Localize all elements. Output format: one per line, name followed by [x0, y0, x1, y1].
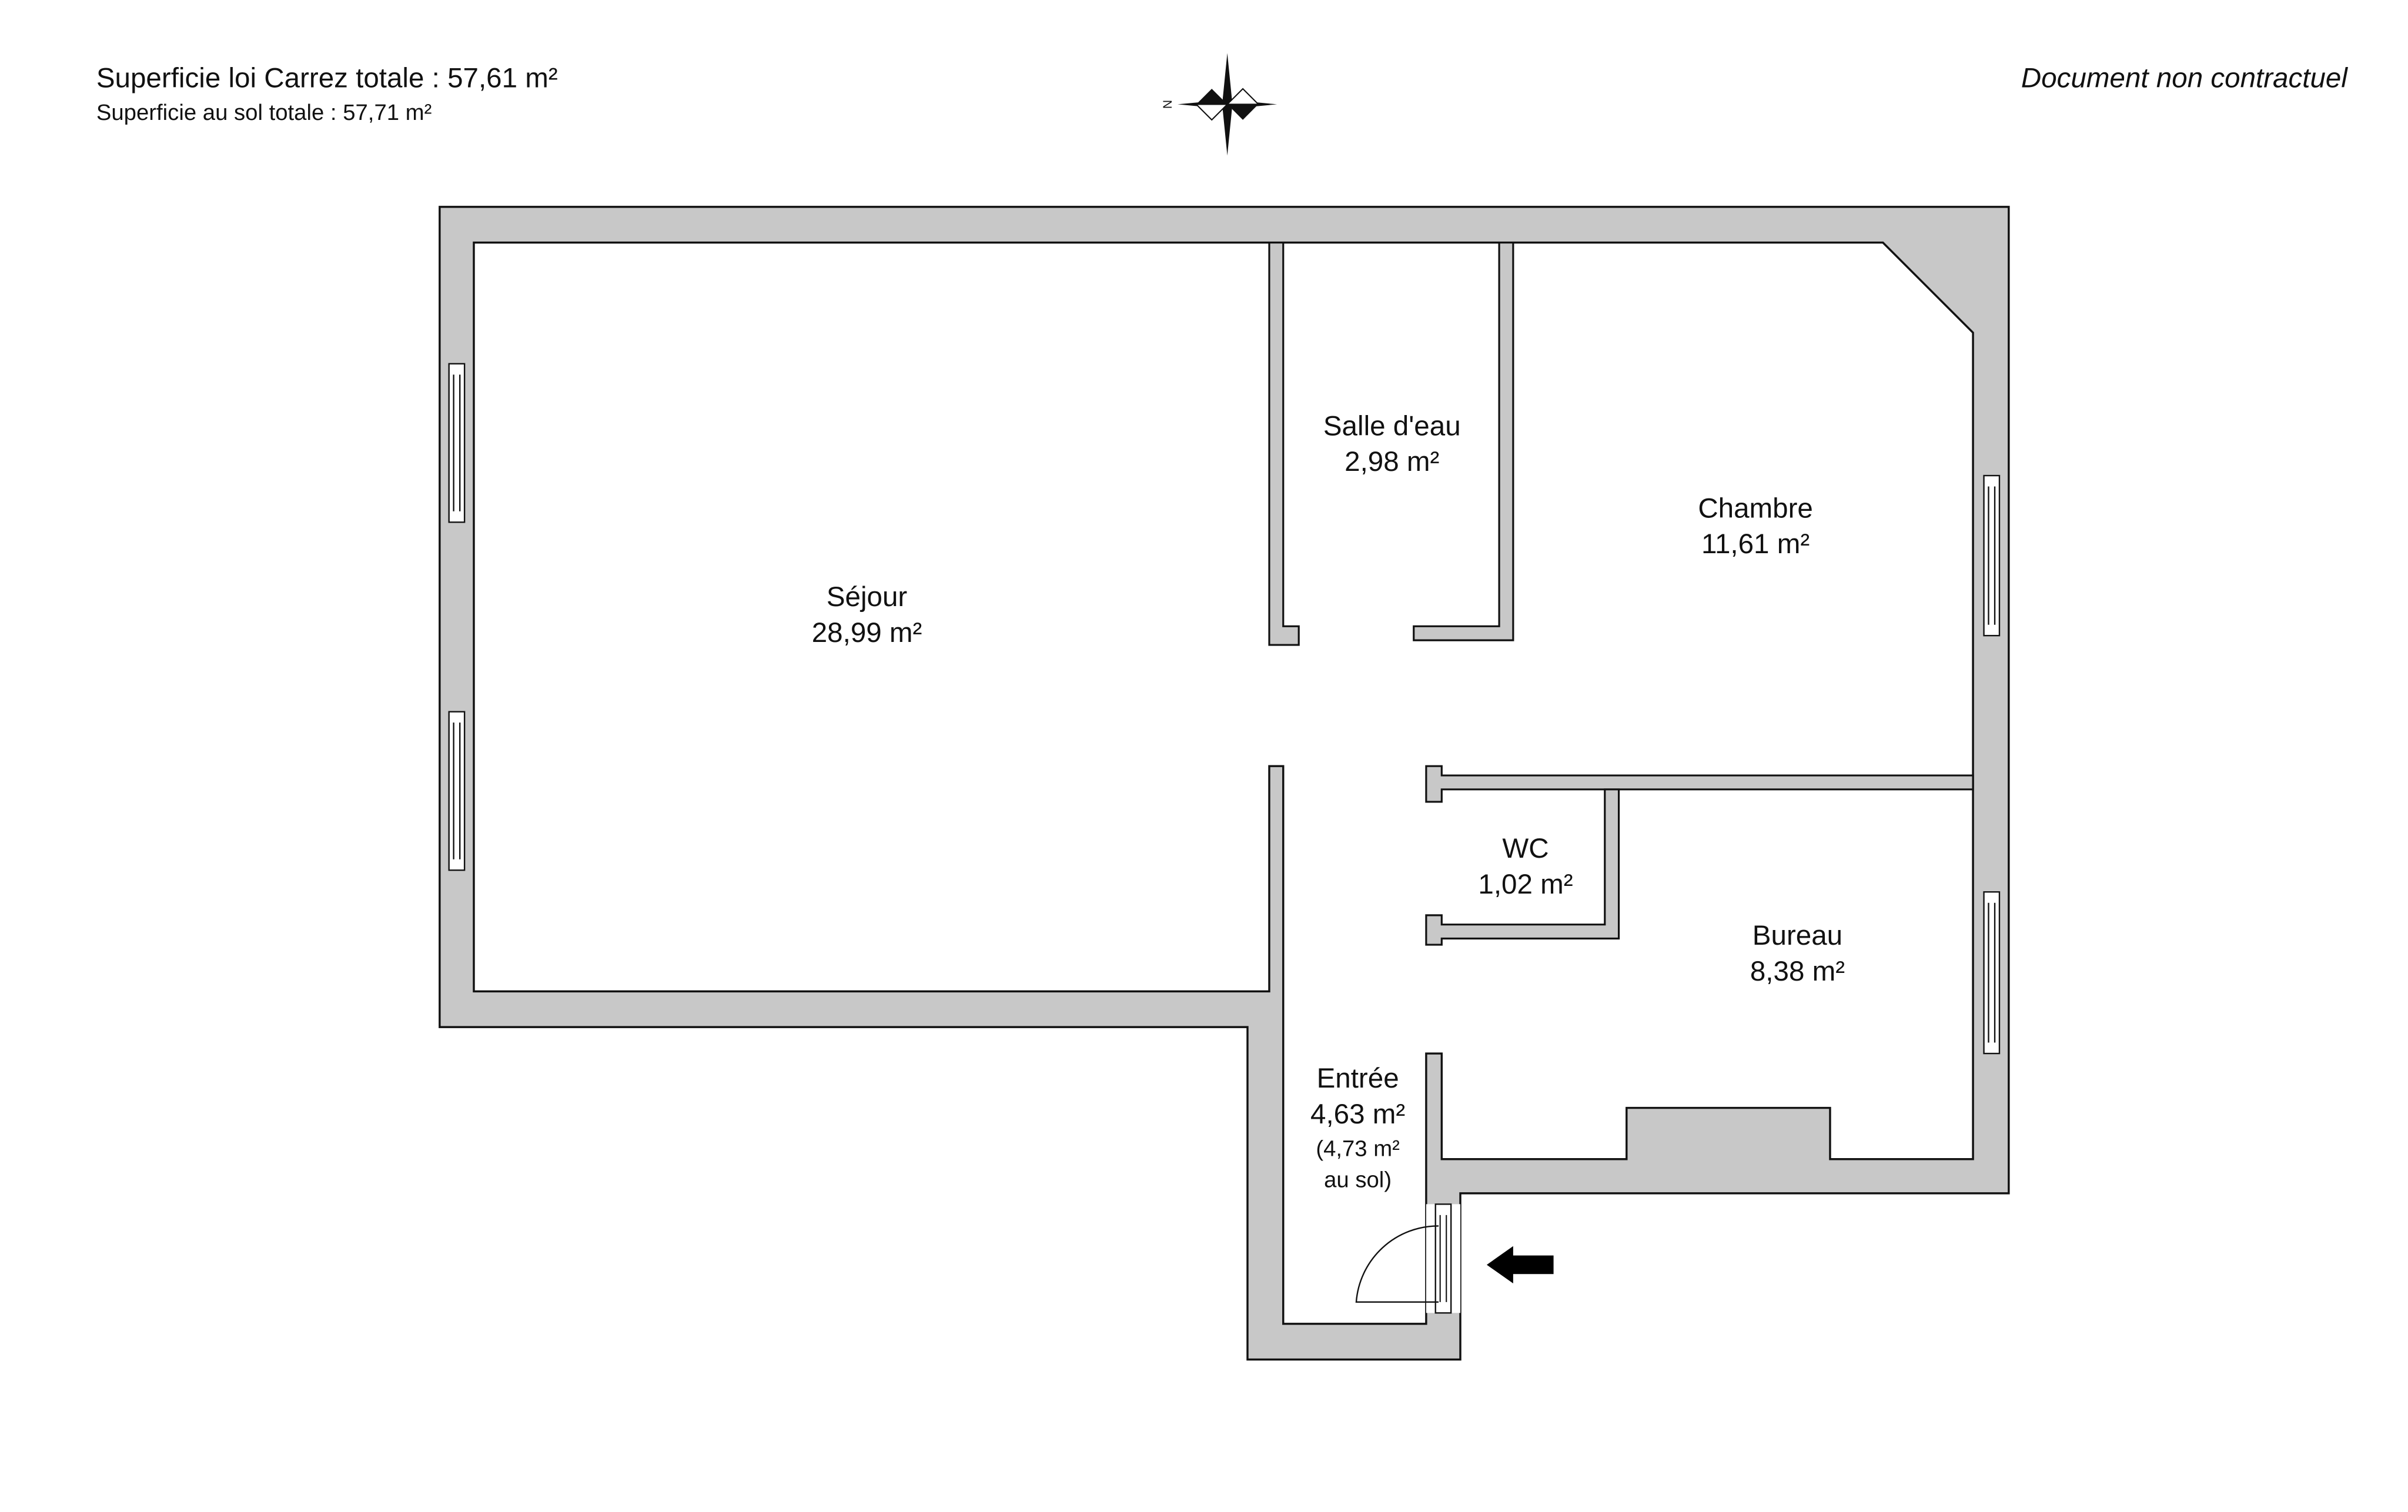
room-floor-note-entree-1: (4,73 m²	[1316, 1136, 1400, 1161]
room-area-sejour: 28,99 m²	[812, 617, 922, 648]
room-area-salle-deau: 2,98 m²	[1345, 446, 1439, 477]
wall-salle-deau-chambre	[1413, 242, 1514, 641]
window-sejour-top	[448, 363, 466, 523]
window-sejour-bottom	[448, 711, 466, 871]
room-area-bureau: 8,38 m²	[1750, 956, 1845, 987]
room-name-entree: Entrée	[1317, 1063, 1399, 1094]
room-name-sejour: Séjour	[827, 581, 908, 613]
room-name-chambre: Chambre	[1698, 493, 1813, 524]
wall-wc	[1425, 788, 1620, 946]
room-name-bureau: Bureau	[1753, 920, 1842, 951]
room-area-wc: 1,02 m²	[1478, 869, 1573, 900]
compass-icon: N	[1161, 53, 1277, 156]
entrance-door	[1355, 1203, 1461, 1314]
compass-letter: N	[1161, 100, 1175, 109]
windows	[448, 363, 2001, 1055]
room-area-chambre: 11,61 m²	[1701, 528, 1810, 560]
room-area-entree: 4,63 m²	[1310, 1099, 1405, 1130]
window-chambre	[1983, 474, 2001, 637]
floor-total: Superficie au sol totale : 57,71 m²	[96, 100, 432, 125]
room-name-salle-deau: Salle d'eau	[1323, 410, 1461, 441]
wall-chambre-wc	[1425, 765, 1974, 803]
room-floor-note-entree-2: au sol)	[1324, 1167, 1392, 1192]
window-bureau	[1983, 891, 2001, 1055]
entrance-arrow-icon	[1486, 1246, 1554, 1284]
interior-floor	[473, 241, 1974, 1325]
interior-walls	[1268, 242, 1974, 946]
carrez-total: Superficie loi Carrez totale : 57,61 m²	[96, 62, 558, 93]
disclaimer: Document non contractuel	[2021, 62, 2348, 93]
door-swing-arc	[1355, 1225, 1439, 1303]
wall-sejour-salle-deau	[1268, 242, 1300, 646]
room-name-wc: WC	[1502, 833, 1549, 864]
